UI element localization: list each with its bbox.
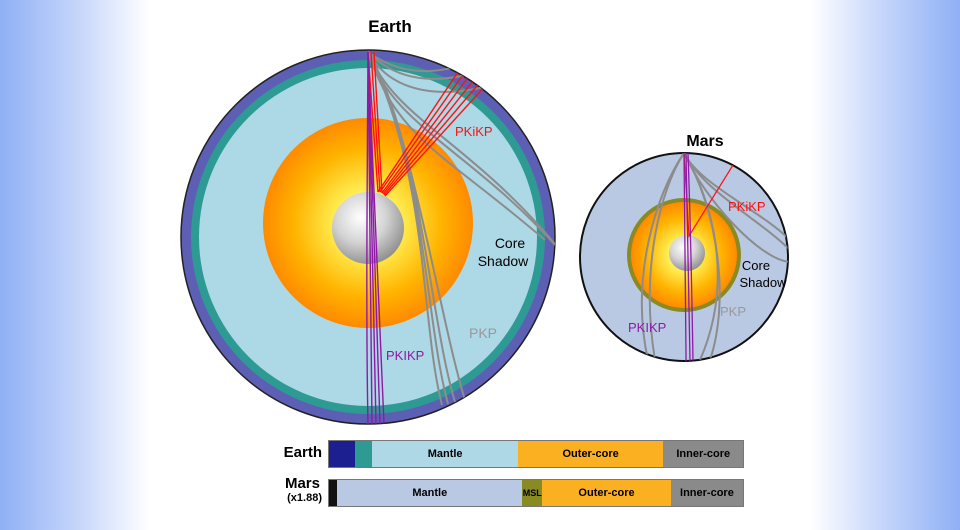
earth-cross-section — [180, 49, 556, 425]
mars-bar-segment-mantle: Mantle — [337, 480, 523, 506]
earth-pkp-label: PKP — [469, 325, 497, 341]
mars-pikip-label: PKiKP — [728, 199, 766, 214]
mars-bar-segment-msl: MSL — [522, 480, 543, 506]
earth-bar-label: Earth — [283, 444, 322, 461]
mars-title: Mars — [686, 133, 723, 150]
mars-cross-section — [579, 152, 789, 362]
mars-bar-segment-inner-core: Inner-core — [670, 480, 743, 506]
mars-pkikp-reflected-rays — [683, 153, 739, 238]
earth-pikip-label: PKiKP — [455, 124, 493, 139]
earth-bar-segment-layer-1 — [354, 441, 373, 467]
mars-bar-label: Mars — [284, 475, 320, 492]
earth-core-shadow-line1: Core — [495, 235, 526, 251]
mars-inner-core — [669, 235, 705, 271]
earth-core-shadow-line2: Shadow — [478, 253, 529, 269]
mars-pkp-label: PKP — [720, 304, 746, 319]
earth-pkikp-label: PKIKP — [386, 348, 424, 363]
mars-bar-segment-outer-core: Outer-core — [542, 480, 671, 506]
earth-title: Earth — [368, 17, 411, 36]
earth-pkikp-reflected-rays — [367, 51, 488, 197]
mars-bar-segment-layer-0 — [329, 480, 338, 506]
earth-pkikp-rays — [366, 51, 385, 424]
mars-pkikp-label: PKIKP — [628, 320, 666, 335]
earth-bar-segment-mantle: Mantle — [372, 441, 518, 467]
mars-pkikp-rays — [683, 153, 694, 361]
earth-bar-segment-outer-core: Outer-core — [517, 441, 664, 467]
mars-pkp-rays — [641, 153, 788, 361]
earth-inner-core — [332, 192, 404, 264]
left-gradient-panel — [0, 0, 150, 530]
mars-scale-label: (x1.88) — [287, 492, 322, 504]
right-gradient-panel — [810, 0, 960, 530]
earth-bar-segment-inner-core: Inner-core — [663, 441, 743, 467]
mars-core-shadow-line2: Shadow — [740, 275, 788, 290]
mars-core-shadow-line1: Core — [742, 258, 770, 273]
earth-bar-segment-layer-0 — [329, 441, 355, 467]
